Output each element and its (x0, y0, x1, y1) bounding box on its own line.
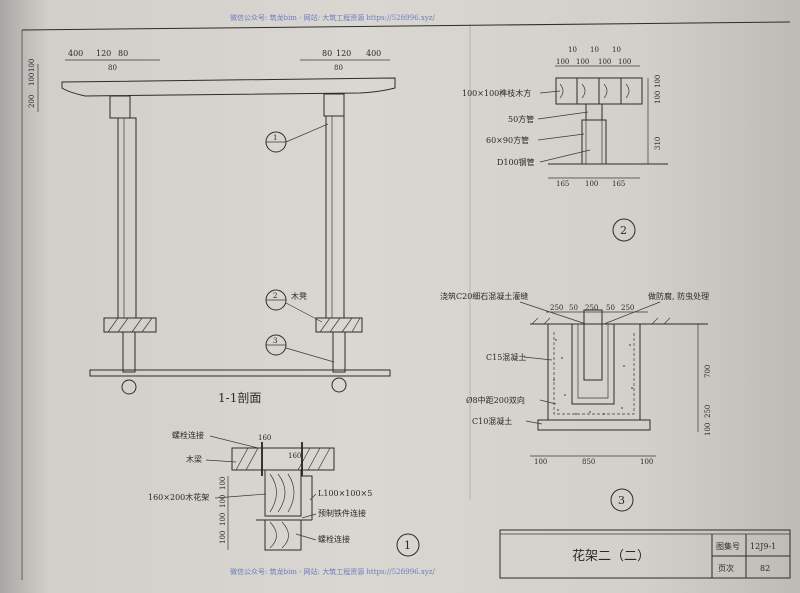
d3-label-rebar: Ø8中距200双向 (466, 395, 525, 405)
d3-post (583, 309, 603, 381)
ground-slab (89, 369, 391, 377)
atlas-value: 12J9-1 (750, 542, 776, 551)
watermark-bottom: 微信公众号: 筑龙bim · 网站: 大筑工程资源 https://52fi99… (230, 567, 435, 576)
d1-dim-left-3: 100 (219, 513, 227, 526)
d1-label-angle: L100×100×5 (318, 489, 372, 498)
d3-label-c10: C10混凝土 (472, 416, 512, 426)
d2-label-pipe: D100钢管 (497, 157, 535, 167)
dim-top-left-sub: 80 (108, 64, 117, 72)
detail-3-marker (610, 488, 634, 512)
d3-dim-top-4: 50 (606, 304, 615, 312)
d3-footing-c15 (547, 324, 641, 421)
dim-top-right-1: 80 (322, 49, 332, 58)
detail-3: 浇筑C20细石混凝土灌缝 做防腐, 防虫处理 250 50 250 50 250… (440, 291, 712, 512)
d2-label-tube6090: 60×90方管 (486, 135, 529, 145)
dim-left-3: 200 (28, 95, 36, 108)
d1-dim-left-4: 100 (219, 531, 227, 544)
page-label: 页次 (718, 563, 734, 573)
d3-dim-top-5: 250 (621, 304, 634, 312)
right-post-cap (323, 93, 345, 117)
dim-top-right-2: 120 (336, 49, 351, 58)
right-footing-marker (331, 377, 347, 393)
d1-label-bolt-top: 螺栓连接 (172, 430, 204, 440)
dim-top-left-3: 80 (118, 49, 128, 58)
d1-label-prefab: 预制铁件连接 (318, 508, 366, 518)
d3-label-antirust: 做防腐, 防虫处理 (648, 291, 709, 301)
callout-3: 3 (265, 334, 335, 363)
d3-dim-right-3: 100 (704, 423, 712, 436)
svg-text:1: 1 (273, 134, 277, 142)
svg-text:2: 2 (273, 292, 277, 300)
d1-label-frame: 160×200木花架 (148, 492, 209, 502)
callout-2: 2 木凳 (265, 289, 323, 323)
d3-dim-bottom-2: 850 (582, 458, 595, 466)
watermark-top: 微信公众号: 筑龙bim · 网站: 大筑工程资源 https://52fi99… (230, 13, 435, 22)
d3-dim-bottom-1: 100 (534, 458, 547, 466)
right-post (325, 115, 345, 319)
section-title: 1-1剖面 (218, 391, 261, 405)
drawing-name: 花架二（二） (572, 548, 650, 564)
d2-dim-right-1: 100 (654, 75, 662, 88)
detail-1-marker (396, 533, 420, 557)
d1-label-beam: 木梁 (186, 454, 202, 464)
d3-dim-bottom-3: 100 (640, 458, 653, 466)
d3-label-c15: C15混凝土 (486, 352, 526, 362)
d2-label-tube50: 50方管 (508, 114, 534, 124)
dim-top-right-3: 400 (366, 49, 381, 58)
left-bench-band (103, 317, 157, 333)
left-post (117, 117, 137, 319)
d2-dim-b-2: 100 (576, 58, 589, 66)
d2-dim-b-3: 100 (598, 58, 611, 66)
d1-post-block (264, 469, 302, 517)
d3-base-c10 (537, 419, 651, 431)
detail-3-number: 3 (618, 494, 625, 507)
d2-dim-bottom-2: 100 (585, 180, 598, 188)
atlas-label: 图集号 (716, 541, 740, 551)
d2-dim-bottom-1: 165 (556, 180, 569, 188)
dim-top-left-1: 400 (68, 49, 83, 58)
callout-1: 1 (265, 123, 329, 153)
d1-label-bolt-bottom: 螺栓连接 (318, 534, 350, 544)
detail-2-number: 2 (620, 224, 627, 237)
detail-1-number: 1 (404, 539, 411, 552)
d2-label-timber: 100×100榫枝木方 (462, 88, 531, 98)
top-beam (61, 77, 396, 97)
dim-left-2: 100 (28, 73, 36, 86)
d1-dim-left-1: 100 (219, 477, 227, 490)
d2-dim-right-3: 310 (654, 137, 662, 150)
detail-2-marker (612, 218, 636, 242)
dim-left-1: 100 (28, 59, 36, 72)
d3-dim-top-1: 250 (550, 304, 563, 312)
d3-dim-right-2: 250 (704, 405, 712, 418)
right-bench-band (315, 317, 363, 333)
d2-dim-a-3: 10 (612, 46, 621, 54)
detail-2: 10 10 10 100 100 100 100 100 100 310 165… (462, 46, 668, 242)
d2-dim-a-2: 10 (590, 46, 599, 54)
d2-dim-bottom-3: 165 (612, 180, 625, 188)
d2-dim-right-2: 100 (654, 91, 662, 104)
d3-dim-right-1: 700 (704, 365, 712, 378)
page-value: 82 (760, 564, 770, 573)
d3-dim-top-2: 50 (569, 304, 578, 312)
dim-top-left-2: 120 (96, 49, 111, 58)
callout-2-label: 木凳 (291, 291, 307, 301)
border-top (21, 21, 791, 31)
left-footing-marker (121, 379, 137, 395)
d1-dim-left-2: 100 (219, 495, 227, 508)
d2-dim-b-4: 100 (618, 58, 631, 66)
detail-1: 160 160 100 100 100 100 螺栓连接 木梁 160×200木… (148, 430, 420, 557)
left-post-cap (109, 95, 131, 119)
d2-dim-b-1: 100 (556, 58, 569, 66)
dim-top-right-sub: 80 (334, 64, 343, 72)
svg-text:3: 3 (273, 337, 277, 345)
section-1-1: 400 120 80 80 80 120 400 80 100 100 200 (28, 49, 396, 405)
d3-label-grout: 浇筑C20细石混凝土灌缝 (440, 291, 528, 301)
title-block: 花架二（二） 图集号 12J9-1 页次 82 (499, 529, 791, 579)
d2-dim-a-1: 10 (568, 46, 577, 54)
d3-dim-top-3: 250 (585, 304, 598, 312)
d1-dim-top-1: 160 (258, 434, 271, 442)
d1-dim-top-2: 160 (288, 452, 301, 460)
